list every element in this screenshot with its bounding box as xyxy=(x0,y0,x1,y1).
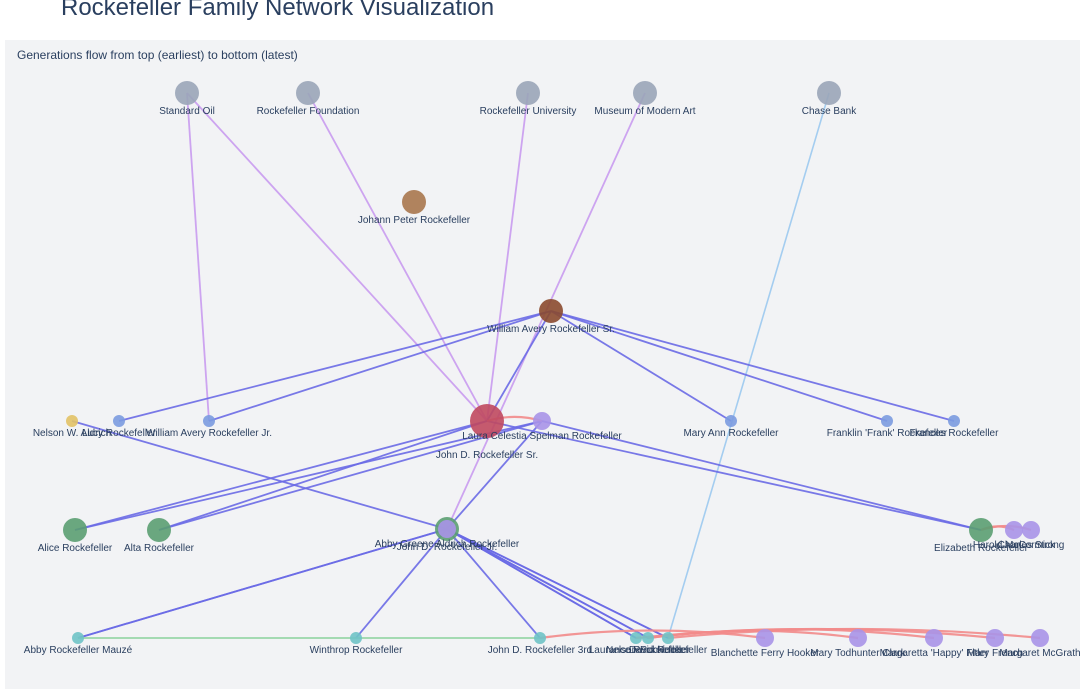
node-museum-of-modern-art[interactable] xyxy=(633,81,657,105)
node-label-john-d-rockefeller-3rd: John D. Rockefeller 3rd xyxy=(488,645,593,656)
node-mary-french[interactable] xyxy=(986,629,1004,647)
node-label-mary-ann-rockefeller: Mary Ann Rockefeller xyxy=(683,428,779,439)
edge-family-john-d-rockefeller-jr-john-d-rockefeller-3rd xyxy=(446,528,541,639)
node-label-laura-celestia-spelman-rockefeller: Laura Celestia Spelman Rockefeller xyxy=(462,431,622,442)
edge-spouse-john-d-rockefeller-3rd-blanchette-ferry-hooker xyxy=(539,629,766,640)
node-label-blanchette-ferry-hooker: Blanchette Ferry Hooker xyxy=(711,648,820,659)
node-label-alta-rockefeller: Alta Rockefeller xyxy=(124,543,195,554)
edge-family-william-avery-rockefeller-sr-william-avery-rockefeller-jr xyxy=(208,310,552,422)
node-alta-rockefeller[interactable] xyxy=(147,518,171,542)
node-abby-greene-aldrich-rockefeller[interactable] xyxy=(438,520,456,538)
node-rockefeller-foundation[interactable] xyxy=(296,81,320,105)
node-label-harold-mccormick: Harold McCormick xyxy=(973,540,1056,551)
edges-layer xyxy=(71,92,1041,640)
edge-family-laura-celestia-spelman-rockefeller-alta-rockefeller xyxy=(158,420,543,531)
node-alice-rockefeller[interactable] xyxy=(63,518,87,542)
node-label-alice-rockefeller: Alice Rockefeller xyxy=(38,543,113,554)
page-title: Rockefeller Family Network Visualization xyxy=(61,0,495,21)
node-label-rockefeller-university: Rockefeller University xyxy=(480,106,577,117)
node-margaret-mcgrath[interactable] xyxy=(1031,629,1049,647)
node-label-william-avery-rockefeller-sr: William Avery Rockefeller Sr. xyxy=(487,324,615,335)
node-label-margaret-mcgrath: Margaret McGrath xyxy=(999,648,1080,659)
node-william-avery-rockefeller-jr[interactable] xyxy=(203,415,215,427)
node-label-david-rockefeller: David Rockefeller xyxy=(629,645,708,656)
edge-family-william-avery-rockefeller-sr-frances-rockefeller xyxy=(550,310,955,422)
node-label-nelson-rockefeller: Nelson Rockefeller xyxy=(606,645,691,656)
edge-institution-william-avery-rockefeller-jr-standard-oil xyxy=(186,92,210,422)
node-nelson-rockefeller[interactable] xyxy=(642,632,654,644)
node-label-standard-oil: Standard Oil xyxy=(159,106,215,117)
node-nelson-w-aldrich[interactable] xyxy=(66,415,78,427)
node-mary-ann-rockefeller[interactable] xyxy=(725,415,737,427)
nodes-layer xyxy=(63,81,1049,647)
node-frances-rockefeller[interactable] xyxy=(948,415,960,427)
edge-family-abby-greene-aldrich-rockefeller-laurance-rockefeller xyxy=(446,528,637,639)
node-elizabeth-rockefeller[interactable] xyxy=(969,518,993,542)
edge-institution-john-d-rockefeller-sr-standard-oil xyxy=(186,92,488,422)
node-label-franklin-frank-rockefeller: Franklin 'Frank' Rockefeller xyxy=(827,428,948,439)
edge-family-laura-celestia-spelman-rockefeller-alice-rockefeller xyxy=(74,420,543,531)
node-chase-bank[interactable] xyxy=(817,81,841,105)
node-label-mary-todhunter-clark: Mary Todhunter Clark xyxy=(810,648,906,659)
edge-institution-john-d-rockefeller-sr-rockefeller-university xyxy=(486,92,529,422)
edge-family-william-avery-rockefeller-sr-franklin-frank-rockefeller xyxy=(550,310,888,422)
node-label-abby-greene-aldrich-rockefeller: Abby Greene Aldrich Rockefeller xyxy=(375,539,520,550)
labels-layer: Standard Oil Rockefeller Foundation Rockef… xyxy=(24,106,1080,659)
edge-institution-john-d-rockefeller-sr-rockefeller-foundation xyxy=(307,92,488,422)
edge-family-laura-celestia-spelman-rockefeller-elizabeth-rockefeller xyxy=(541,420,982,531)
node-label-margaretta-happy-fitler: Margaretta 'Happy' Fitler xyxy=(880,648,990,659)
node-label-johann-peter-rockefeller: Johann Peter Rockefeller xyxy=(358,215,471,226)
node-label-elizabeth-rockefeller: Elizabeth Rockefeller xyxy=(934,543,1029,554)
node-william-avery-rockefeller-sr[interactable] xyxy=(539,299,563,323)
node-label-john-d-rockefeller-sr: John D. Rockefeller Sr. xyxy=(436,450,538,461)
node-laurance-rockefeller[interactable] xyxy=(630,632,642,644)
node-harold-mccormick[interactable] xyxy=(1005,521,1023,539)
node-franklin-frank-rockefeller[interactable] xyxy=(881,415,893,427)
node-abby-rockefeller-mauze[interactable] xyxy=(72,632,84,644)
node-label-chase-bank: Chase Bank xyxy=(802,106,857,117)
node-standard-oil[interactable] xyxy=(175,81,199,105)
edge-family-john-d-rockefeller-sr-elizabeth-rockefeller xyxy=(486,420,982,531)
node-label-winthrop-rockefeller: Winthrop Rockefeller xyxy=(310,645,403,656)
node-label-nelson-w-aldrich: Nelson W. Aldrich xyxy=(33,428,111,439)
node-laura-celestia-spelman-rockefeller[interactable] xyxy=(533,412,551,430)
node-label-mary-french: Mary French xyxy=(967,648,1023,659)
edge-family-john-d-rockefeller-jr-winthrop-rockefeller xyxy=(355,528,448,639)
node-label-laurance-rockefeller: Laurance Rockefeller xyxy=(589,645,684,656)
node-label-abby-rockefeller-mauze: Abby Rockefeller Mauzé xyxy=(24,645,133,656)
node-blanchette-ferry-hooker[interactable] xyxy=(756,629,774,647)
node-label-john-d-rockefeller-jr: John D. Rockefeller Jr. xyxy=(397,542,498,553)
edge-family-william-avery-rockefeller-sr-mary-ann-rockefeller xyxy=(550,310,732,422)
edge-family-john-d-rockefeller-sr-alta-rockefeller xyxy=(158,420,488,531)
node-label-museum-of-modern-art: Museum of Modern Art xyxy=(594,106,695,117)
node-mary-todhunter-clark[interactable] xyxy=(849,629,867,647)
chart-subtitle: Generations flow from top (earliest) to … xyxy=(17,48,298,62)
edge-family-william-avery-rockefeller-sr-lucy-rockefeller xyxy=(118,310,552,422)
node-johann-peter-rockefeller[interactable] xyxy=(402,190,426,214)
node-label-william-avery-rockefeller-jr: William Avery Rockefeller Jr. xyxy=(146,428,272,439)
edge-family-nelson-w-aldrich-abby-greene-aldrich-rockefeller xyxy=(71,420,448,530)
edge-family-abby-greene-aldrich-rockefeller-david-rockefeller xyxy=(446,528,669,639)
node-john-d-rockefeller-sr[interactable] xyxy=(470,404,504,438)
node-rockefeller-university[interactable] xyxy=(516,81,540,105)
edge-family-william-avery-rockefeller-sr-john-d-rockefeller-sr xyxy=(486,310,552,422)
edge-family-abby-greene-aldrich-rockefeller-nelson-rockefeller xyxy=(446,528,649,639)
node-lucy-rockefeller[interactable] xyxy=(113,415,125,427)
node-label-rockefeller-foundation: Rockefeller Foundation xyxy=(257,106,360,117)
edge-family-laura-celestia-spelman-rockefeller-john-d-rockefeller-jr xyxy=(446,420,543,530)
node-margaretta-happy-fitler[interactable] xyxy=(925,629,943,647)
node-label-charles-strong: Charles Strong xyxy=(998,540,1065,551)
node-john-d-rockefeller-3rd[interactable] xyxy=(534,632,546,644)
edge-family-abby-greene-aldrich-rockefeller-abby-rockefeller-mauze xyxy=(77,528,448,639)
node-charles-strong[interactable] xyxy=(1022,521,1040,539)
edge-family-john-d-rockefeller-sr-alice-rockefeller xyxy=(74,420,488,531)
node-label-lucy-rockefeller: Lucy Rockefeller xyxy=(82,428,157,439)
node-label-frances-rockefeller: Frances Rockefeller xyxy=(910,428,1000,439)
node-david-rockefeller[interactable] xyxy=(662,632,674,644)
node-winthrop-rockefeller[interactable] xyxy=(350,632,362,644)
